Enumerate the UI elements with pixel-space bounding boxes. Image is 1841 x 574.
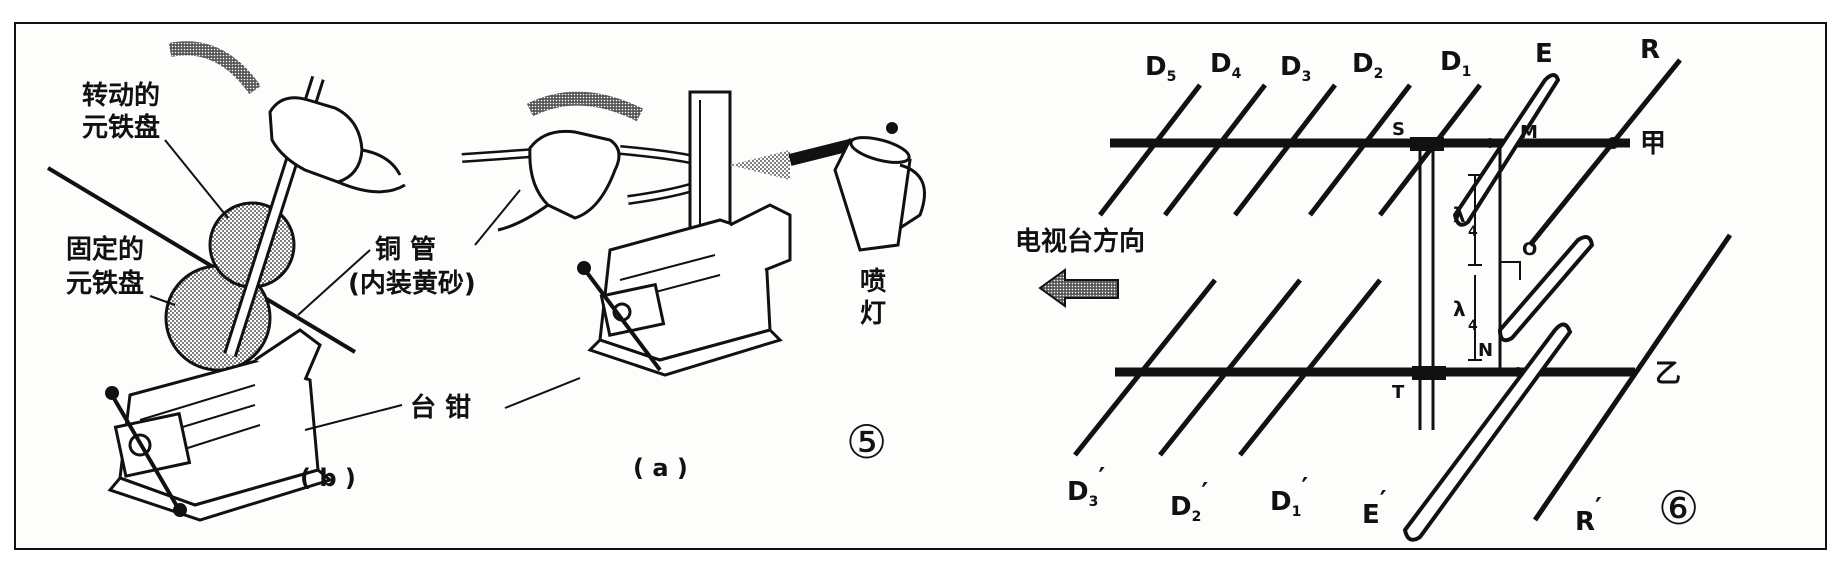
- leader-vise-b: [304, 404, 403, 431]
- bottom-label-ep: E′: [1362, 486, 1387, 530]
- lambda-quarter-lower: λ 4: [1453, 297, 1478, 334]
- leader-copper-a: [474, 189, 521, 246]
- point-m-label: M: [1520, 122, 1538, 143]
- top-label-d5: D5: [1145, 52, 1176, 85]
- leader-fixed: [149, 295, 176, 306]
- figure-6-antenna: [1038, 58, 1733, 542]
- top-element-labels: D5 D4 D3 D2 D1 E R: [1145, 35, 1660, 85]
- bottom-label-d2p: D2′: [1170, 478, 1208, 525]
- figure-a-heating: [461, 90, 926, 377]
- boom-bottom-end-label: 乙: [1655, 359, 1681, 389]
- point-s-label: S: [1392, 119, 1405, 140]
- svg-text:λ: λ: [1453, 297, 1466, 321]
- direction-label: 电视台方向: [1015, 226, 1145, 257]
- figure-b-discs: [46, 41, 406, 522]
- torch-label-1: 喷: [860, 267, 886, 297]
- point-n-label: N: [1478, 340, 1493, 361]
- top-label-d2: D2: [1352, 49, 1383, 82]
- direction-arrow: [1038, 268, 1119, 308]
- bottom-element-labels: D3′ D2′ D1′ E′ R′: [1067, 463, 1602, 537]
- reflector-top: [1528, 58, 1682, 247]
- fixed-disc-label-1: 固定的: [66, 234, 144, 265]
- leader-vise-a: [504, 377, 581, 409]
- top-label-d4: D4: [1210, 49, 1242, 82]
- svg-text:4: 4: [1468, 318, 1478, 334]
- leader-copper-b: [297, 249, 371, 316]
- vise-label: 台 钳: [410, 392, 471, 423]
- copper-tube-label-2: (内装黄砂): [348, 269, 476, 299]
- bottom-label-d3p: D3′: [1067, 463, 1105, 510]
- hand-a: [528, 129, 621, 220]
- folded-dipole-top: [1452, 73, 1561, 227]
- point-t-label: T: [1392, 382, 1405, 403]
- top-label-d3: D3: [1280, 52, 1311, 85]
- panel-a-label: ( a ): [633, 454, 688, 482]
- rotating-disc-label-1: 转动的: [82, 80, 160, 111]
- bottom-label-rp: R′: [1575, 493, 1602, 537]
- top-label-d1: D1: [1440, 47, 1471, 80]
- lambda-quarter-upper: λ 4: [1453, 203, 1478, 240]
- point-o-label: O: [1522, 239, 1537, 260]
- leader-rotating: [164, 139, 229, 219]
- boom-top-end-label: 甲: [1640, 129, 1666, 159]
- panel-b-label: ( b ): [300, 464, 356, 492]
- fixed-disc-label-2: 元铁盘: [66, 268, 144, 299]
- copper-tube-b: [46, 166, 357, 354]
- motion-arc-b: [168, 41, 261, 95]
- figure-6-number: ⑥: [1658, 481, 1699, 535]
- folded-dipole-bottom: [1402, 322, 1573, 542]
- figure-5-number: ⑤: [846, 415, 887, 469]
- svg-text:λ: λ: [1453, 203, 1466, 227]
- reflector-bottom: [1532, 233, 1733, 522]
- bottom-label-d1p: D1′: [1270, 473, 1308, 520]
- top-label-r: R: [1640, 35, 1660, 65]
- top-label-e: E: [1535, 39, 1553, 69]
- torch-label-2: 灯: [860, 299, 886, 329]
- svg-text:4: 4: [1468, 224, 1478, 240]
- rotating-disc-label-2: 元铁盘: [82, 112, 160, 143]
- flame-spray: [730, 150, 790, 180]
- motion-arc-a: [526, 91, 644, 122]
- copper-tube-label-1: 铜 管: [375, 235, 436, 265]
